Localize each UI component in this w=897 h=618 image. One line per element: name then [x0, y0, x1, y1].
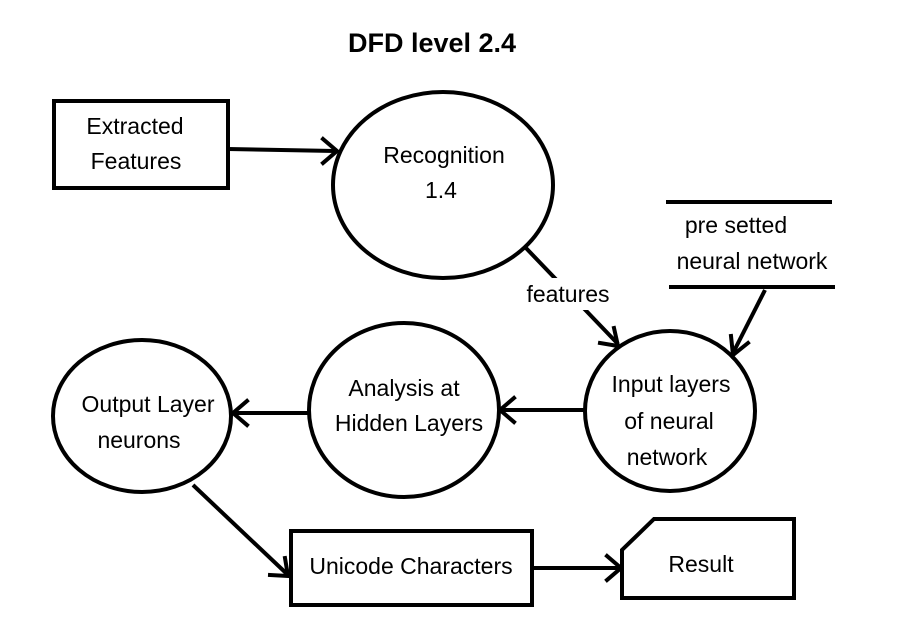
recognition-label-line2: 1.4 — [425, 177, 457, 203]
flow-input-to-hidden-layers — [496, 395, 586, 425]
flow-hidden-to-output-layer — [229, 398, 309, 428]
unicode-characters-entity: Unicode Characters — [289, 529, 534, 607]
extracted-features-label-line1: Extracted — [86, 113, 183, 139]
output-layer-label-line2: neurons — [97, 427, 180, 453]
pre-setted-neural-network-store: pre setted neural network — [666, 200, 835, 289]
input-layers-label-line2: of neural — [624, 408, 714, 434]
hidden-layers-label-line1: Analysis at — [348, 375, 460, 401]
store-label-line1: pre setted — [685, 212, 787, 238]
features-label-bg — [512, 278, 622, 310]
result-output: Result — [620, 517, 796, 600]
input-layers-label-line1: Input layers — [612, 371, 731, 397]
diagram-title: DFD level 2.4 — [348, 28, 516, 58]
input-layers-label-line3: network — [627, 444, 708, 470]
flow-features-to-recognition — [227, 136, 341, 166]
flow-output-to-unicode — [191, 483, 291, 579]
output-layer-process: Output Layer neurons — [51, 338, 233, 494]
features-flow-label: features — [526, 281, 609, 307]
hidden-layers-label-line2: Hidden Layers — [335, 410, 483, 436]
recognition-process: Recognition 1.4 — [331, 90, 555, 280]
hidden-layers-process: Analysis at Hidden Layers — [307, 321, 501, 499]
recognition-label-line1: Recognition — [383, 142, 504, 168]
output-layer-label-line1: Output Layer — [82, 391, 215, 417]
input-layers-process: Input layers of neural network — [583, 329, 757, 493]
unicode-characters-label: Unicode Characters — [309, 553, 512, 579]
extracted-features-entity: Extracted Features — [52, 99, 230, 190]
flow-store-to-input-layers — [728, 289, 767, 359]
result-label: Result — [668, 551, 734, 577]
extracted-features-label-line2: Features — [91, 148, 182, 174]
flow-unicode-to-result — [532, 553, 625, 583]
store-label-line2: neural network — [677, 248, 828, 274]
